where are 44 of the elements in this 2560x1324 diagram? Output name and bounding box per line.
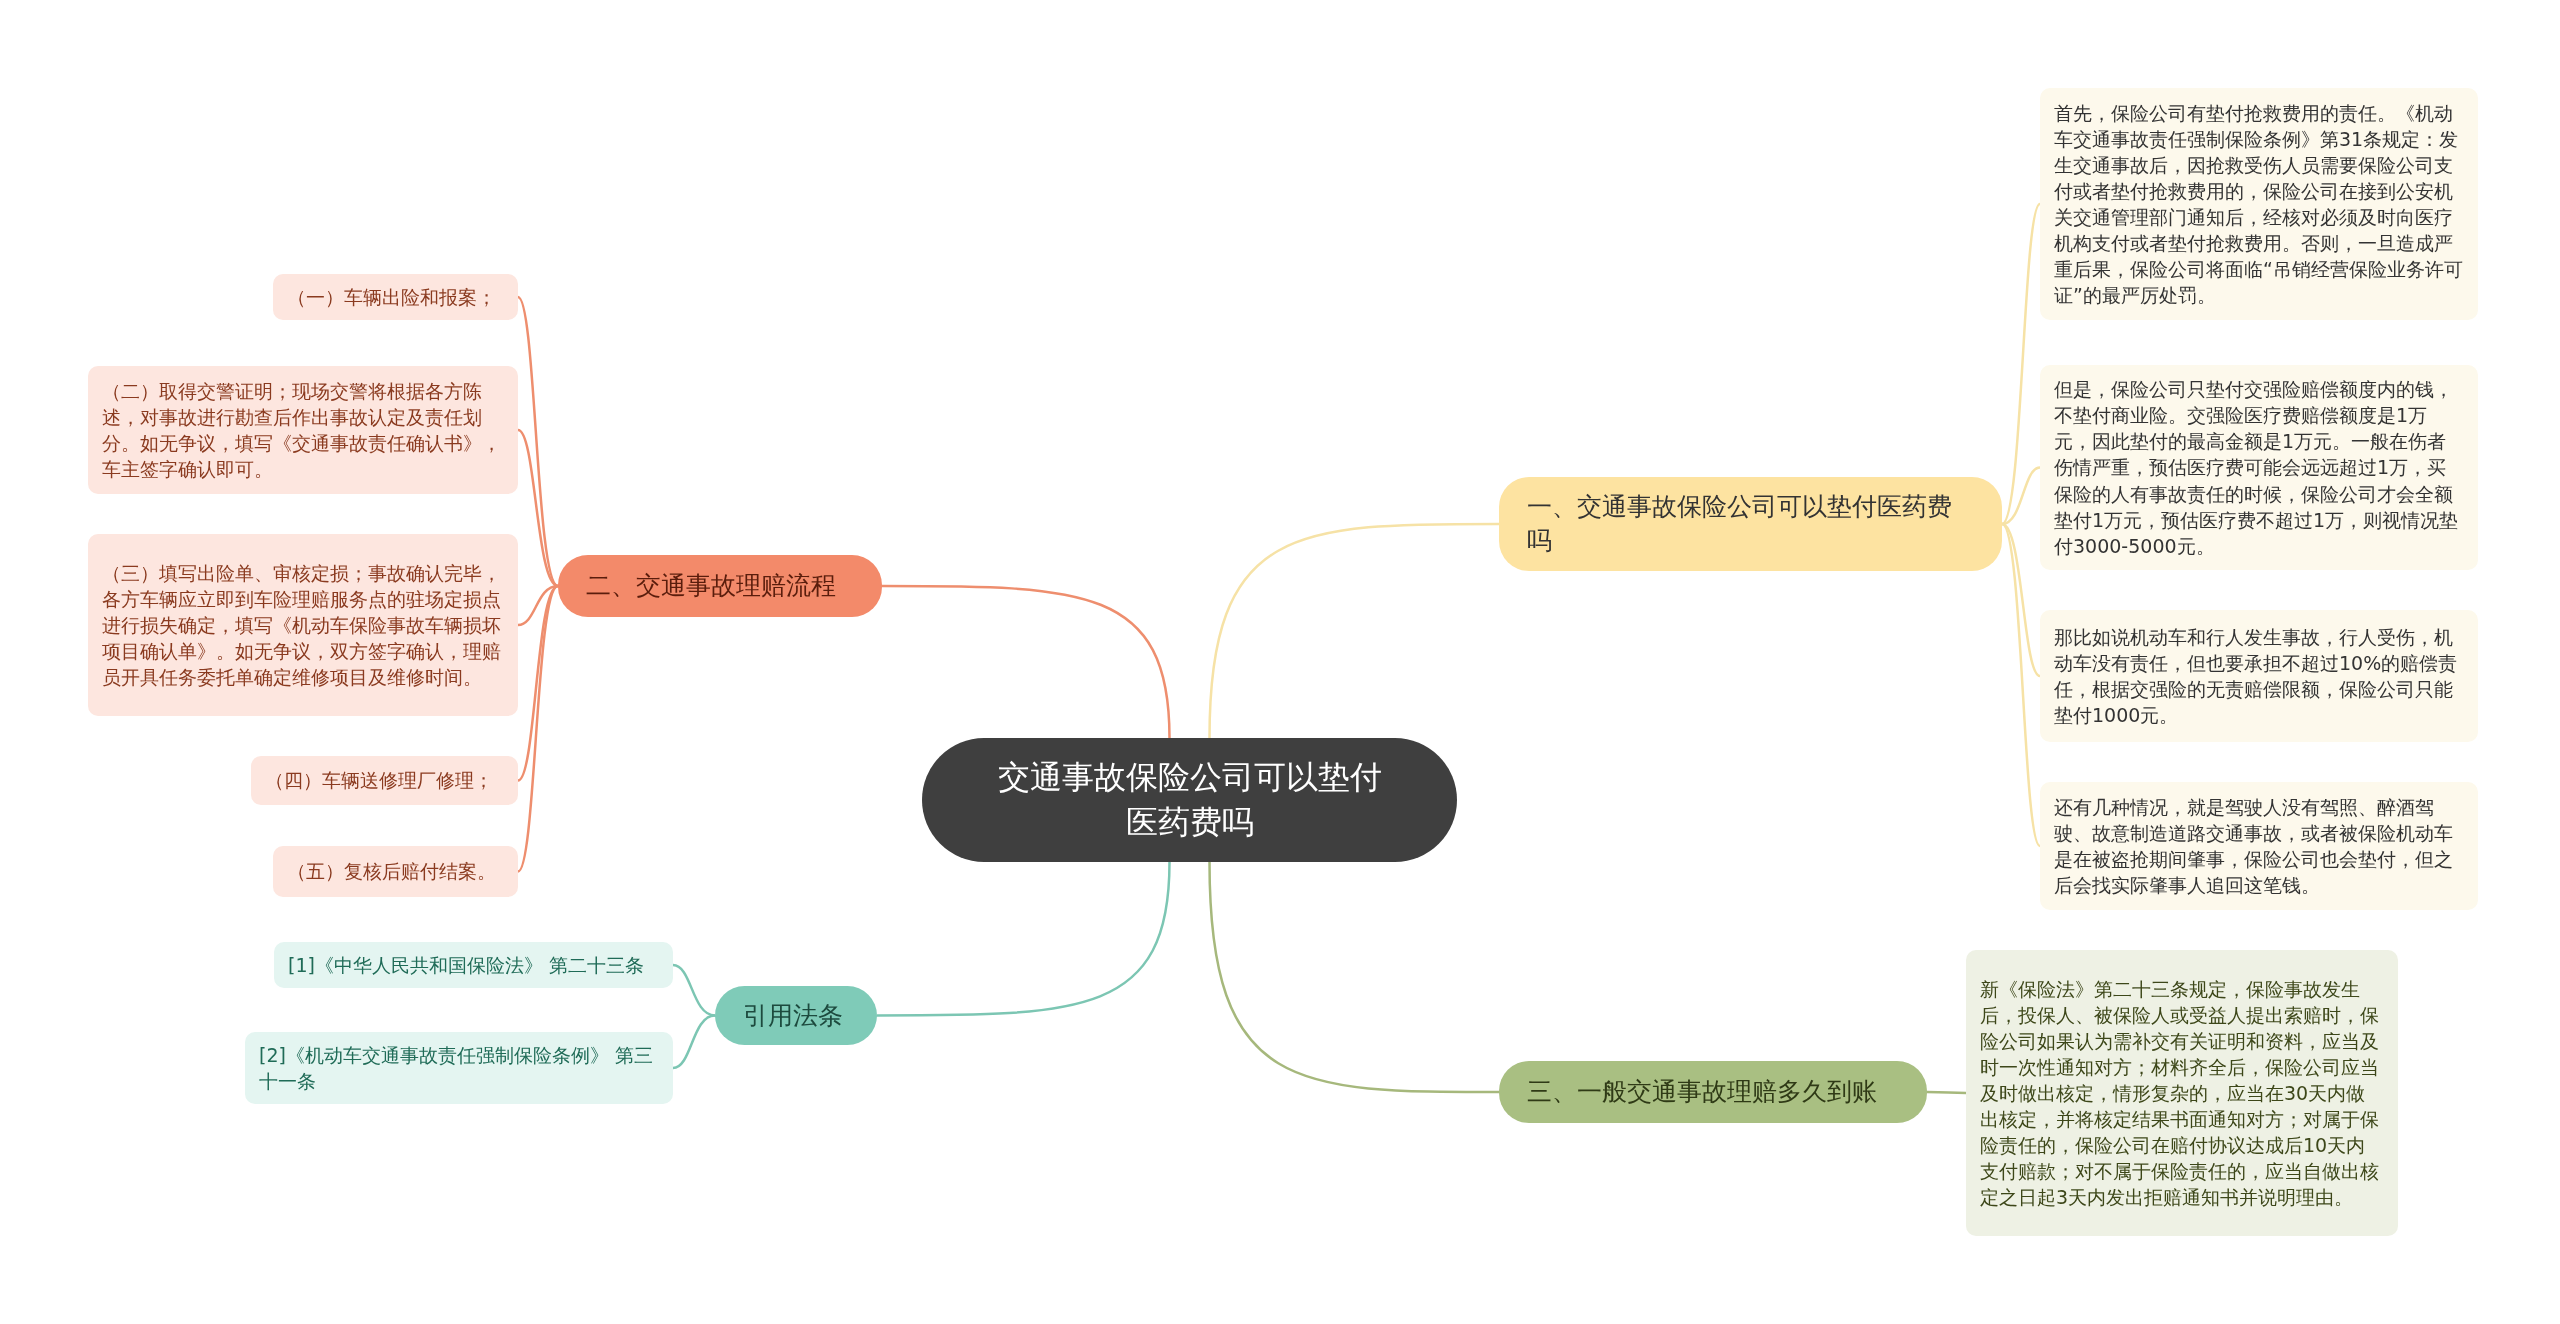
- topic-text: [1]《中华人民共和国保险法》 第二十三条: [288, 953, 644, 978]
- connector-line: [1208, 861, 1499, 1094]
- connector-line: [517, 296, 559, 587]
- topic-text: 还有几种情况，就是驾驶人没有驾照、醉酒驾驶、故意制造道路交通事故，或者被保险机动车是在被盗抢期间肇事，保险公司也会垫付，但之后会找实际肇事人追回这笔钱。: [2054, 794, 2454, 898]
- topic-text: 二、交通事故理赔流程: [586, 570, 836, 603]
- connector-line: [517, 585, 559, 873]
- topic-text: 但是，保险公司只垫付交强险赔偿额度内的钱，不垫付商业险。交强险医疗费赔偿额度是1万元，因此垫付的最高金额是1万元。一般在伤者伤情严重，预估医疗费可能会远远超过1万，买保险的人有事故责任的时候，保险公司才会全额垫付1万元，预估医疗费不超过1万，则视情况垫付3000-5000元。: [2054, 377, 2460, 559]
- topic-text: 一、交通事故保险公司可以垫付医药费吗: [1527, 491, 1953, 557]
- connector-line: [672, 1014, 716, 1070]
- note-card: [273, 846, 518, 897]
- topic-text: （二）取得交警证明；现场交警将根据各方陈述，对事故进行勘查后作出事故认定及责任划分。如无争议，填写《交通事故责任确认书》，车主签字确认即可。: [102, 378, 502, 482]
- topic-text: （五）复核后赔付结案。: [287, 859, 496, 885]
- note-card: [2040, 782, 2478, 910]
- connector-line: [2001, 466, 2041, 526]
- connector-line: [1208, 522, 1499, 739]
- topic-text: 引用法条: [743, 999, 843, 1032]
- topic-text: [2]《机动车交通事故责任强制保险条例》 第三十一条: [259, 1043, 654, 1094]
- topic-text: （四）车辆送修理厂修理；: [265, 768, 493, 794]
- connector-line: [1927, 1090, 1966, 1095]
- note-card: [2040, 365, 2478, 570]
- note-card: [1966, 950, 2398, 1236]
- connector-line: [2001, 523, 2042, 847]
- connector-line: [2001, 203, 2042, 525]
- note-card: [88, 366, 518, 494]
- topic-text: 交通事故保险公司可以垫付医药费吗: [996, 757, 1383, 843]
- note-card: [273, 274, 518, 320]
- connector-line: [877, 861, 1171, 1017]
- topic-text: 新《保险法》第二十三条规定，保险事故发生后，投保人、被保险人或受益人提出索赔时，保险公司如果认为需补交有关证明和资料，应当及时一次性通知对方；材料齐全后，保险公司应当及时做出核定，情形复杂的，应当在30天内做出核定，并将核定结果书面通知对方；对属于保险责任的，保险公司在赔付协议达成后10天内支付赔款；对不属于保险责任的，应当自做出核定之日起3天内发出拒赔通知书并说明理由。: [1980, 976, 2380, 1211]
- note-card: [88, 534, 518, 716]
- topic-text: （三）填写出险单、审核定损；事故确认完毕，各方车辆应立即到车险理赔服务点的驻场定损点进行损失确定，填写《机动车保险事故车辆损坏项目确认单》。如无争议，双方签字确认，理赔员开具任务委托单确定维修项目及维修时间。: [102, 560, 502, 690]
- note-card: [274, 942, 673, 988]
- note-card: [245, 1032, 673, 1105]
- note-card: [251, 756, 518, 805]
- note-card: [2040, 610, 2478, 742]
- branch-topic-box: [1499, 1061, 1927, 1123]
- topic-text: 那比如说机动车和行人发生事故，行人受伤，机动车没有责任，但也要承担不超过10%的赔偿责任，根据交强险的无责赔偿限额，保险公司只能垫付1000元。: [2054, 624, 2459, 728]
- topic-text: 三、一般交通事故理赔多久到账: [1527, 1076, 1877, 1109]
- topic-text: 首先，保险公司有垫付抢救费用的责任。《机动车交通事故责任强制保险条例》第31条规定：发生交通事故后，因抢救受伤人员需要保险公司支付或者垫付抢救费用的，保险公司在接到公安机关交通管理部门通知后，经核对必须及时向医疗机构支付或者垫付抢救费用。否则，一旦造成严重后果，保险公司将面临“吊销经营保险业务许可证”的最严厉处罚。: [2054, 100, 2464, 309]
- branch-topic-box: [1499, 477, 2002, 571]
- connector-line: [517, 429, 559, 588]
- topic-text: （一）车辆出险和报案；: [287, 285, 496, 310]
- note-card: [2040, 88, 2478, 320]
- connector-line: [882, 584, 1171, 739]
- branch-topic-box: [558, 555, 882, 617]
